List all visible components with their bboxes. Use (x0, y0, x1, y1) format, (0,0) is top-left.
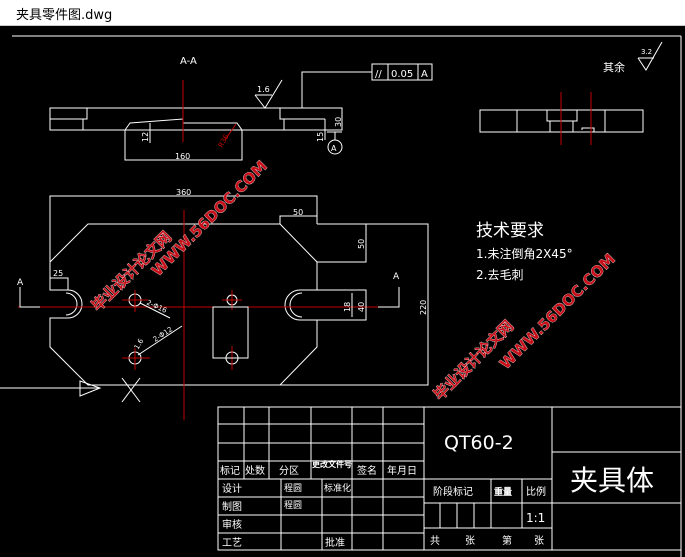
other-roughness-value: 3.2 (641, 48, 652, 56)
window-title-bar: 夹具零件图.dwg (0, 0, 685, 26)
title-block: 标记 处数 分区 更改文件号 签名 年月日 设计 制图 审核 工艺 程圆 程圆 … (217, 406, 682, 551)
tolerance-datum: A (421, 69, 428, 80)
tech-req-item: 2.去毛刺 (476, 268, 523, 282)
hole-label-16: 2-Φ16 (145, 299, 168, 316)
dim-25: 25 (53, 269, 63, 278)
section-mark-right: A (393, 272, 400, 282)
dim-220: 220 (419, 300, 428, 315)
stage-mark-label: 阶段标记 (433, 485, 473, 498)
material-label: QT60-2 (444, 432, 514, 454)
sheets-unit: 张 (465, 535, 475, 547)
side-view (479, 92, 644, 145)
header-date: 年月日 (387, 464, 417, 477)
dim-30: 30 (334, 117, 343, 127)
tech-req-item: 1.未注倒角2X45° (476, 246, 573, 261)
dim-12: 12 (141, 132, 150, 142)
section-label: A-A (180, 56, 197, 67)
dim-15: 15 (316, 132, 325, 142)
role-design: 设计 (222, 482, 242, 495)
tolerance-value: 0.05 (391, 69, 413, 80)
tech-requirements: 技术要求 1.未注倒角2X45° 2.去毛刺 (476, 221, 573, 282)
plan-view: 360 50 50 25 18 40 220 2-Φ16 2-Φ12 1.6 A… (0, 188, 429, 420)
window-title: 夹具零件图.dwg (16, 8, 113, 23)
watermark-url: WWW.56DOC.COM (148, 157, 271, 280)
header-signature: 签名 (357, 464, 377, 477)
other-roughness: 其余 3.2 (603, 41, 663, 74)
weight-label: 重量 (494, 486, 512, 498)
header-change-doc: 更改文件号 (312, 459, 352, 469)
datum-label: A (331, 144, 337, 153)
scale-label: 比例 (526, 485, 546, 498)
approve-label: 批准 (325, 536, 345, 549)
sheets-total-label: 共 (430, 535, 440, 547)
role-review: 审核 (222, 518, 242, 531)
role-process: 工艺 (222, 537, 242, 549)
tolerance-symbol: // (375, 69, 382, 80)
roughness-label: 1.6 (257, 85, 270, 94)
arrow-icon (79, 380, 102, 397)
roughness-label-2: 1.6 (133, 337, 146, 351)
sheet-unit: 张 (534, 535, 544, 547)
designer-name: 程圆 (284, 483, 302, 494)
header-count: 处数 (245, 464, 265, 477)
dim-50h: 50 (293, 208, 303, 217)
datum-symbol (327, 139, 343, 155)
section-view: A-A 1.6 // 0.05 A 12 160 R36 30 15 (49, 56, 433, 161)
header-mark: 标记 (220, 465, 240, 477)
dim-360: 360 (176, 188, 191, 197)
hole-label-12: 2-Φ12 (152, 325, 174, 343)
sheet-index-label: 第 (502, 534, 512, 547)
header-zone: 分区 (279, 465, 299, 477)
dim-50v: 50 (357, 239, 366, 249)
other-roughness-label: 其余 (603, 60, 625, 74)
dim-160: 160 (175, 152, 190, 161)
watermark: 毕业设计论文网 WWW.56DOC.COM 毕业设计论文网 WWW.56DOC.… (88, 157, 619, 404)
scale-value: 1:1 (526, 511, 545, 525)
drafter-name: 程圆 (284, 500, 302, 511)
standardize-label: 标准化 (324, 482, 351, 494)
tech-req-title: 技术要求 (476, 221, 544, 241)
part-name: 夹具体 (570, 464, 654, 497)
dim-18: 18 (343, 302, 352, 312)
section-mark-left: A (17, 278, 24, 288)
role-drafting: 制图 (222, 500, 242, 513)
dim-40: 40 (357, 302, 366, 312)
